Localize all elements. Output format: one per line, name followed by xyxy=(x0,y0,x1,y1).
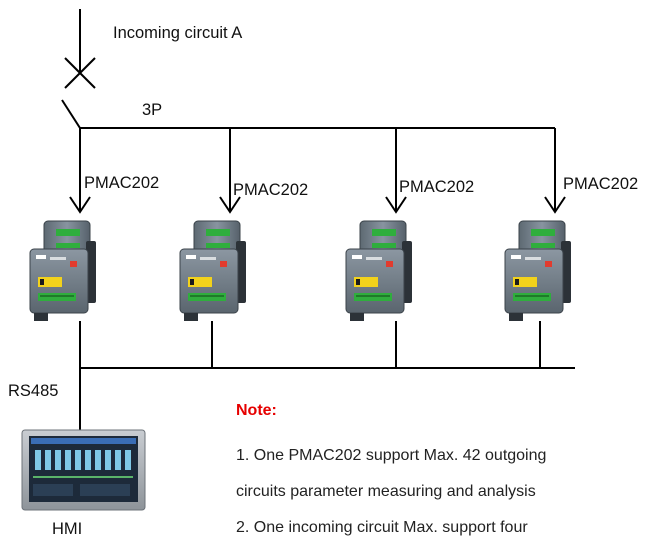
note-line-3: 2. One incoming circuit Max. support fou… xyxy=(236,519,528,536)
pmac202-device-1 xyxy=(29,220,97,322)
breaker-cross-b xyxy=(64,57,96,89)
note-title: Note: xyxy=(236,402,277,419)
meter-label-1: PMAC202 xyxy=(84,174,160,192)
hmi-label: HMI xyxy=(52,520,83,538)
pmac202-device-4 xyxy=(504,220,572,322)
note-line-1: 1. One PMAC202 support Max. 42 outgoing xyxy=(236,447,547,464)
incoming-circuit-label: Incoming circuit A xyxy=(113,24,243,42)
phase-label: 3P xyxy=(142,101,163,119)
pmac202-device-3 xyxy=(345,220,413,322)
feeder-arrow-3 xyxy=(385,128,407,214)
meter-label-3: PMAC202 xyxy=(399,178,475,196)
hmi-panel xyxy=(21,429,146,511)
switch-blade xyxy=(61,99,81,129)
meter-label-2: PMAC202 xyxy=(233,181,309,199)
feeder-arrow-1 xyxy=(69,128,91,214)
rs485-label: RS485 xyxy=(8,382,59,400)
feeder-arrow-2 xyxy=(219,128,241,214)
pmac202-device-2 xyxy=(179,220,247,322)
note-line-2: circuits parameter measuring and analysi… xyxy=(236,483,536,500)
meter-label-4: PMAC202 xyxy=(563,175,639,193)
feeder-arrow-4 xyxy=(544,128,566,214)
